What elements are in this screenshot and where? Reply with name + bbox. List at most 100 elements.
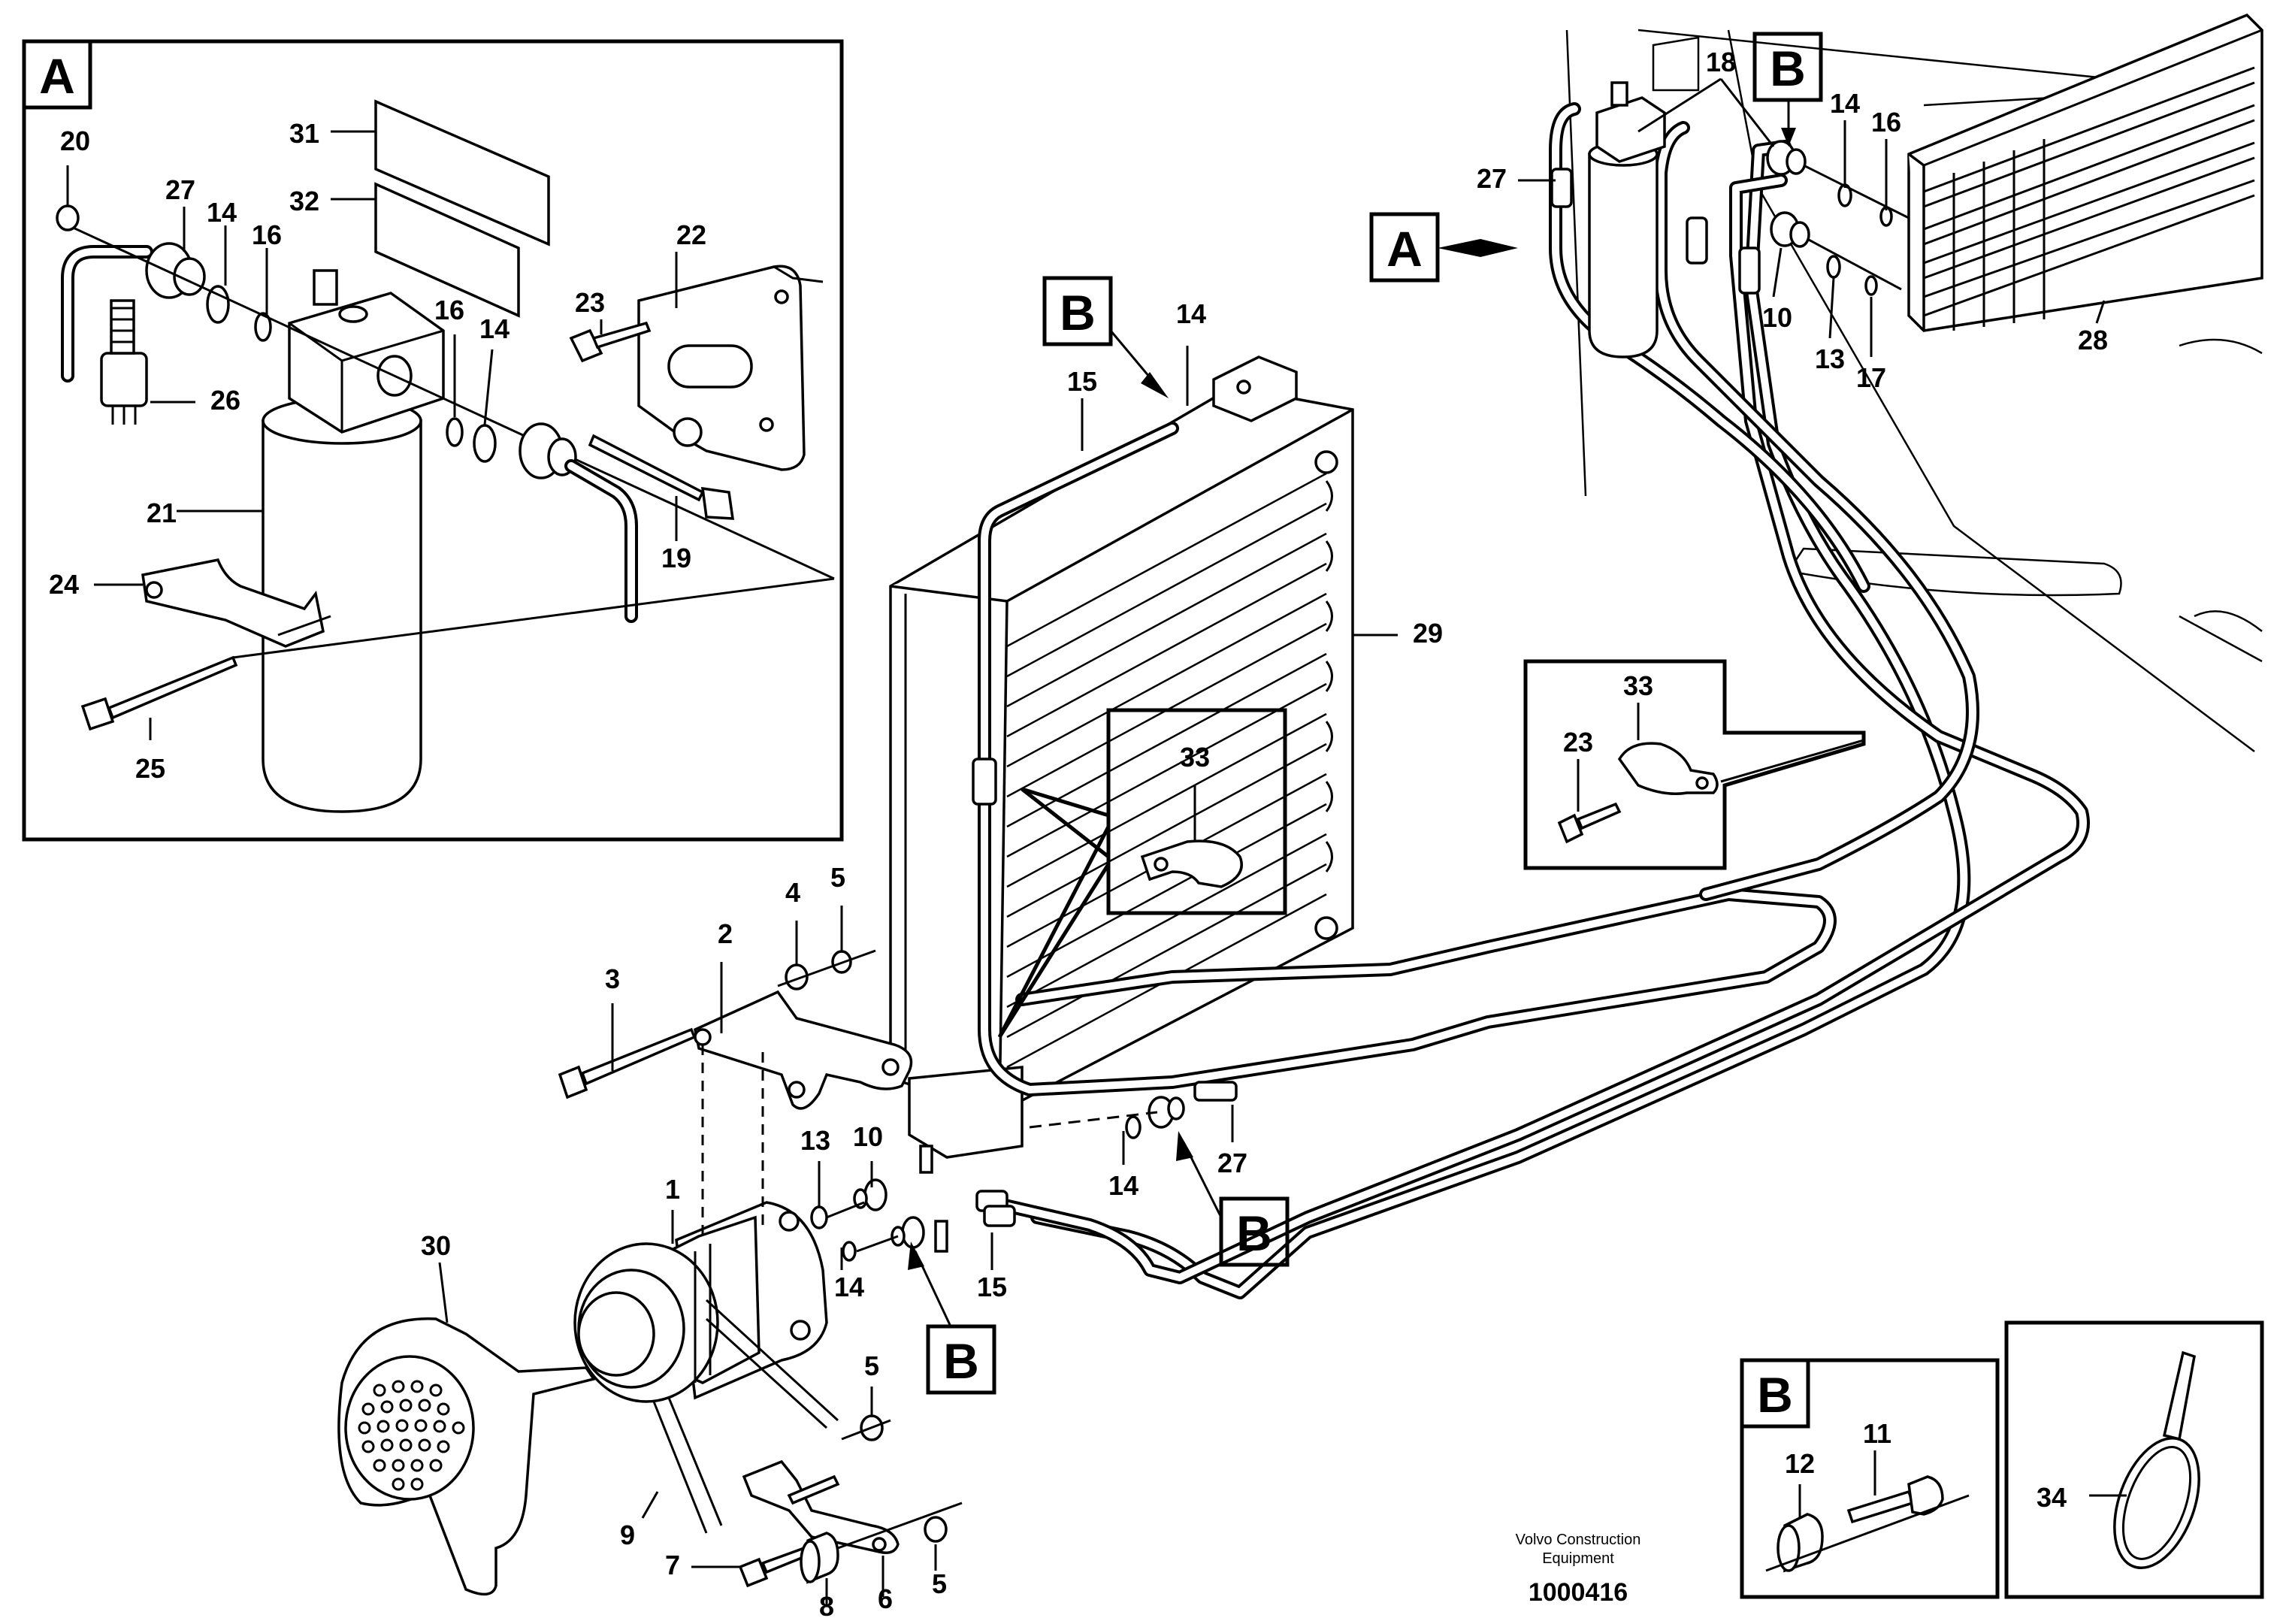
spacer-8 [800,1532,839,1584]
credit-line-2: Equipment [1542,1550,1614,1567]
callout-labels: 31 32 27 14 16 20 26 21 24 25 16 14 22 2… [49,47,2108,1622]
callout-15-bottom: 15 [977,1272,1007,1302]
callout-10-evap: 10 [1762,302,1792,333]
tensioner-bracket-6 [742,1459,900,1554]
callout-5-mid: 5 [864,1350,879,1381]
seal-16-inset [254,312,272,342]
receiver-drier-installed [1588,81,1666,358]
callout-14-top: 14 [1176,298,1206,329]
view-ref-b4: B [908,1241,996,1395]
inset-cable-tie [2004,1320,2264,1599]
view-ref-b1: B [1042,276,1169,398]
mounting-bracket-22 [637,265,824,471]
view-ref-b3: B [1176,1131,1290,1267]
ref-a-label: A [1386,221,1423,277]
callout-30: 30 [421,1230,451,1261]
callout-33-center: 33 [1180,742,1210,773]
hose-fitting-27-inset [145,242,206,299]
bolt-23-inset [569,321,652,363]
clamp-33-center [1140,839,1243,888]
leader-lines [438,77,2106,1604]
inset-b-tag [1740,1358,1810,1429]
drier-head-block [288,269,445,434]
callout-26: 26 [210,385,240,416]
inset-b-label: B [1757,1367,1793,1423]
inset-a-label: A [39,48,75,104]
ref-b3-label: B [1236,1205,1272,1261]
pressure-switch-stub [313,269,338,306]
callout-21: 21 [147,497,177,528]
bolt-25 [80,655,238,731]
bolt-11 [1846,1475,1944,1524]
callout-13-evap: 13 [1815,343,1845,374]
o-ring-14-inset [206,285,230,324]
callout-11: 11 [1863,1418,1891,1449]
clamp-33-right [1617,739,1864,795]
spacer-12 [1777,1513,1824,1573]
callout-12: 12 [1785,1448,1815,1479]
callout-15-top: 15 [1067,366,1097,397]
callout-28: 28 [2078,325,2108,355]
clamp-inset-frame [1106,708,1287,915]
callout-3: 3 [605,963,620,994]
cable-tie-34 [2113,1350,2200,1570]
callout-19: 19 [661,543,691,573]
callout-20: 20 [60,126,90,156]
bolt-3 [558,1027,697,1099]
callout-9: 9 [620,1520,635,1550]
compressor-fittings [810,1145,1016,1262]
callout-16-inset-a: 16 [252,219,282,250]
view-ref-a: A [1369,212,1518,283]
cover-grille [358,1380,465,1491]
callout-5-top: 5 [830,862,845,893]
inset-a-tag [22,39,92,110]
callout-16-inset-b: 16 [434,295,464,325]
document-number: 1000416 [1529,1578,1628,1607]
callout-31: 31 [289,118,319,149]
fittings-18 [1766,140,1910,296]
condenser-outlet-fitting [1029,1081,1238,1139]
ref-b1-label: B [1060,285,1096,340]
callout-24: 24 [49,569,79,600]
ref-a-box [1369,212,1440,283]
callout-27-top: 27 [1477,163,1507,194]
ref-b4-label: B [943,1333,979,1389]
callout-8: 8 [819,1591,834,1622]
seal-16-right [446,417,464,447]
inset-clamp-center [997,708,1287,1039]
callout-7: 7 [665,1550,680,1580]
callout-14-evap: 14 [1830,88,1860,119]
ref-b3-box [1219,1196,1290,1267]
callout-23-right: 23 [1563,727,1593,758]
condenser [889,355,1354,1159]
pulley-cover-30 [337,1317,596,1596]
bolt-19 [588,434,735,520]
credit-line-1: Volvo Construction [1516,1532,1641,1548]
callout-29: 29 [1413,618,1443,649]
callout-13-comp: 13 [800,1125,830,1156]
callout-4: 4 [785,877,800,908]
bolt-7 [738,1546,809,1588]
label-sticker-32 [374,182,520,318]
callout-10-comp: 10 [853,1121,883,1152]
callout-22: 22 [676,219,706,250]
ref-b2-label: B [1770,41,1806,96]
inset-b: B [1740,1358,2000,1599]
callout-27-inset: 27 [165,174,195,205]
callout-27-bottom: 27 [1217,1148,1247,1178]
callout-1: 1 [665,1174,680,1205]
callout-14-inset-a: 14 [207,197,237,228]
inset-a-frame [22,39,844,842]
callout-14-inset-b: 14 [479,313,510,344]
callout-18: 18 [1706,47,1736,77]
label-sticker-31 [374,99,550,246]
callout-5-bottom: 5 [932,1568,947,1599]
ref-b4-box [926,1324,996,1395]
evaporator-coil [1907,13,2263,332]
callout-25: 25 [135,753,165,784]
callout-23-inset: 23 [575,287,605,318]
callout-32: 32 [289,186,319,216]
refrigerant-hoses [972,102,2090,1299]
callout-6: 6 [878,1583,893,1614]
callout-33-right: 33 [1623,670,1653,701]
